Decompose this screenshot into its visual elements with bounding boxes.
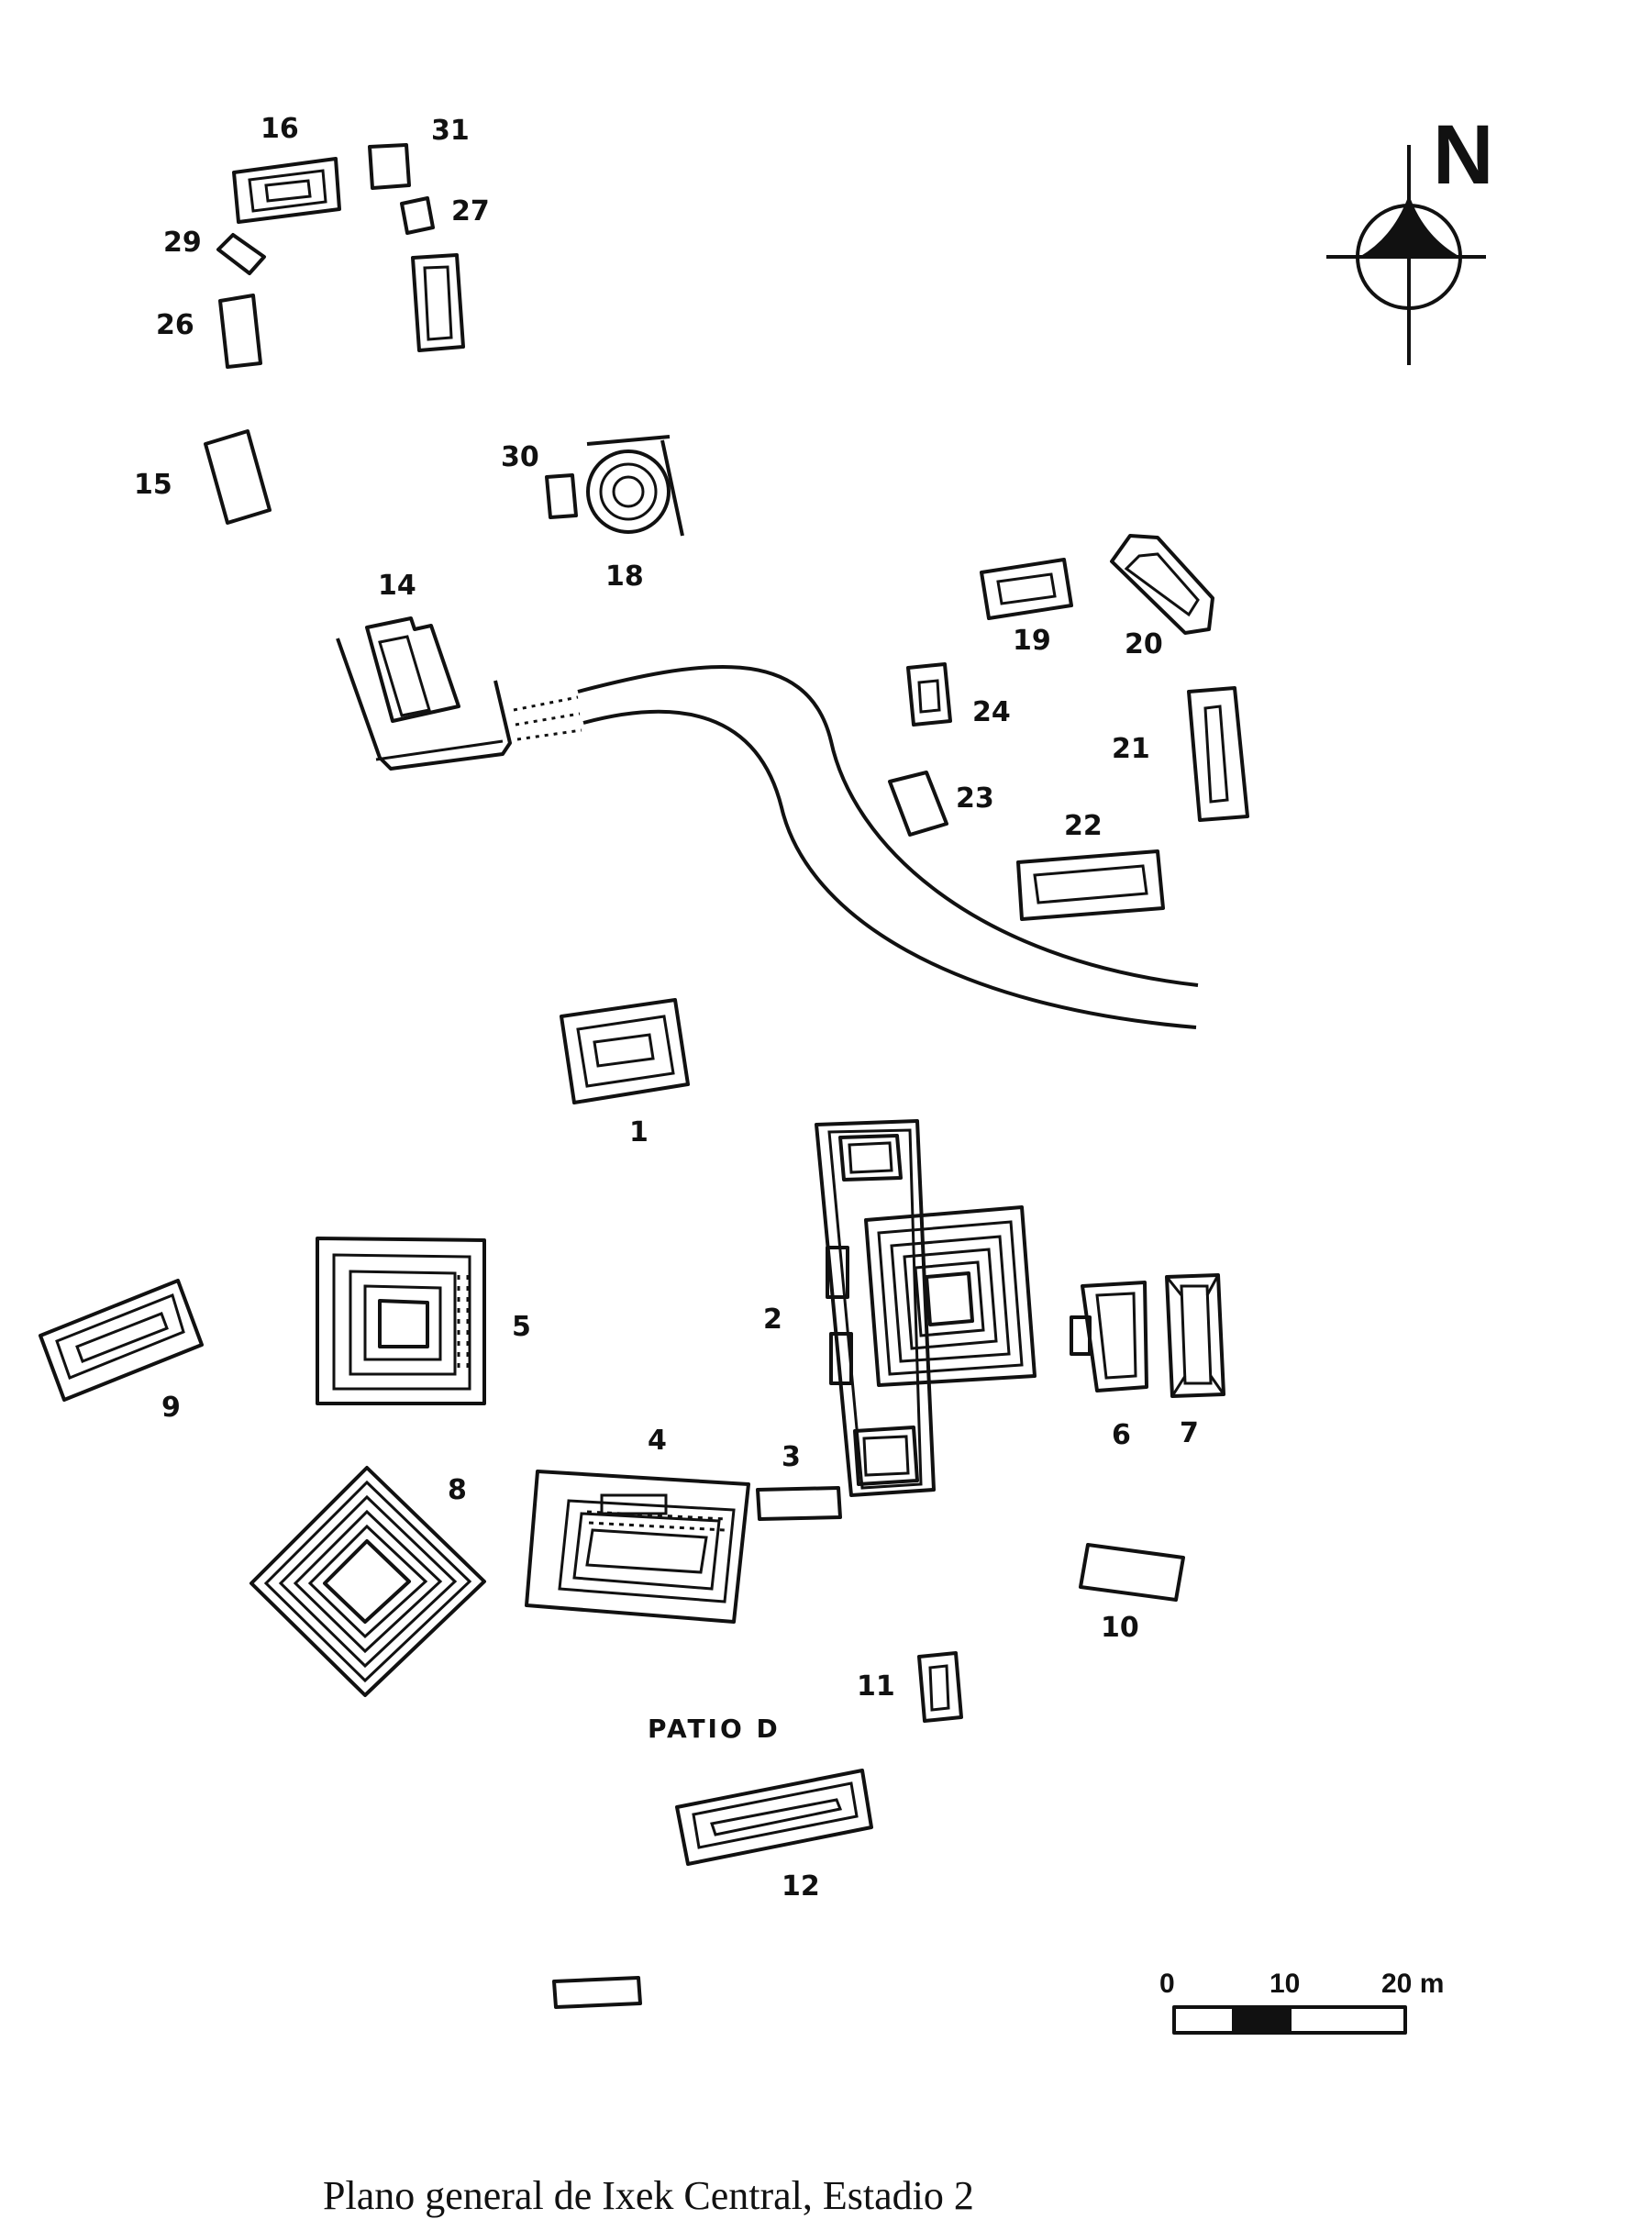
structure-15 <box>204 429 272 525</box>
structure-23 <box>888 771 948 837</box>
label-24: 24 <box>972 696 1011 728</box>
scale-label-10: 10 <box>1269 1969 1300 1999</box>
north-label: N <box>1433 108 1493 202</box>
label-11: 11 <box>857 1670 895 1703</box>
label-31: 31 <box>431 115 470 147</box>
label-27: 27 <box>451 195 490 227</box>
map-caption: Plano general de Ixek Central, Estadio 2 <box>323 2173 974 2218</box>
structure-6 <box>1070 1281 1148 1392</box>
structure-16 <box>232 157 341 224</box>
structure-20 <box>1110 534 1214 635</box>
label-1: 1 <box>629 1116 649 1148</box>
scale-label-0: 0 <box>1159 1969 1175 1999</box>
scale-label-20: 20 m <box>1381 1969 1444 1999</box>
label-20: 20 <box>1125 628 1163 660</box>
structure-7 <box>1165 1273 1225 1398</box>
structure-27 <box>400 196 435 235</box>
label-5: 5 <box>512 1311 531 1343</box>
structure-11 <box>917 1651 963 1723</box>
label-29: 29 <box>163 227 202 259</box>
label-19: 19 <box>1013 625 1051 657</box>
label-16: 16 <box>261 113 299 145</box>
label-18: 18 <box>605 560 644 593</box>
structure-19 <box>980 558 1073 620</box>
structure-29 <box>216 233 266 275</box>
label-10: 10 <box>1101 1612 1139 1644</box>
structure-26 <box>218 294 262 369</box>
label-26: 26 <box>156 309 194 341</box>
label-9: 9 <box>161 1392 181 1424</box>
label-8: 8 <box>448 1474 467 1506</box>
structure-2 <box>815 1119 1037 1497</box>
label-14: 14 <box>378 570 416 602</box>
label-15: 15 <box>134 469 172 501</box>
structure-10 <box>1079 1543 1185 1602</box>
structure-3 <box>756 1486 842 1521</box>
label-23: 23 <box>956 782 994 815</box>
structure-21 <box>1187 686 1249 822</box>
label-12: 12 <box>782 1870 820 1903</box>
structure-unnumbered-south <box>552 1976 642 2009</box>
structure-14 <box>336 616 582 771</box>
structure-8 <box>249 1466 486 1697</box>
label-4: 4 <box>648 1425 667 1457</box>
north-arrow-icon <box>1326 145 1486 365</box>
scale-bar <box>1172 2005 1407 2035</box>
structure-5 <box>316 1237 486 1405</box>
structure-22 <box>1016 849 1165 921</box>
label-22: 22 <box>1064 810 1103 842</box>
label-21: 21 <box>1112 733 1150 765</box>
structure-4 <box>525 1470 750 1624</box>
structure-12 <box>675 1769 873 1866</box>
structure-unnumbered-north <box>411 253 465 352</box>
label-7: 7 <box>1180 1417 1199 1449</box>
label-2: 2 <box>763 1304 782 1336</box>
structure-30 <box>545 473 578 519</box>
curved-path <box>577 664 1199 1029</box>
structure-24 <box>906 662 952 727</box>
structure-18 <box>586 435 684 537</box>
label-3: 3 <box>782 1441 801 1473</box>
patio-d-label: PATIO D <box>648 1714 781 1744</box>
label-6: 6 <box>1112 1419 1131 1451</box>
structure-1 <box>560 998 690 1104</box>
label-30: 30 <box>501 441 539 473</box>
structure-31 <box>368 143 411 190</box>
structure-9 <box>39 1279 204 1402</box>
